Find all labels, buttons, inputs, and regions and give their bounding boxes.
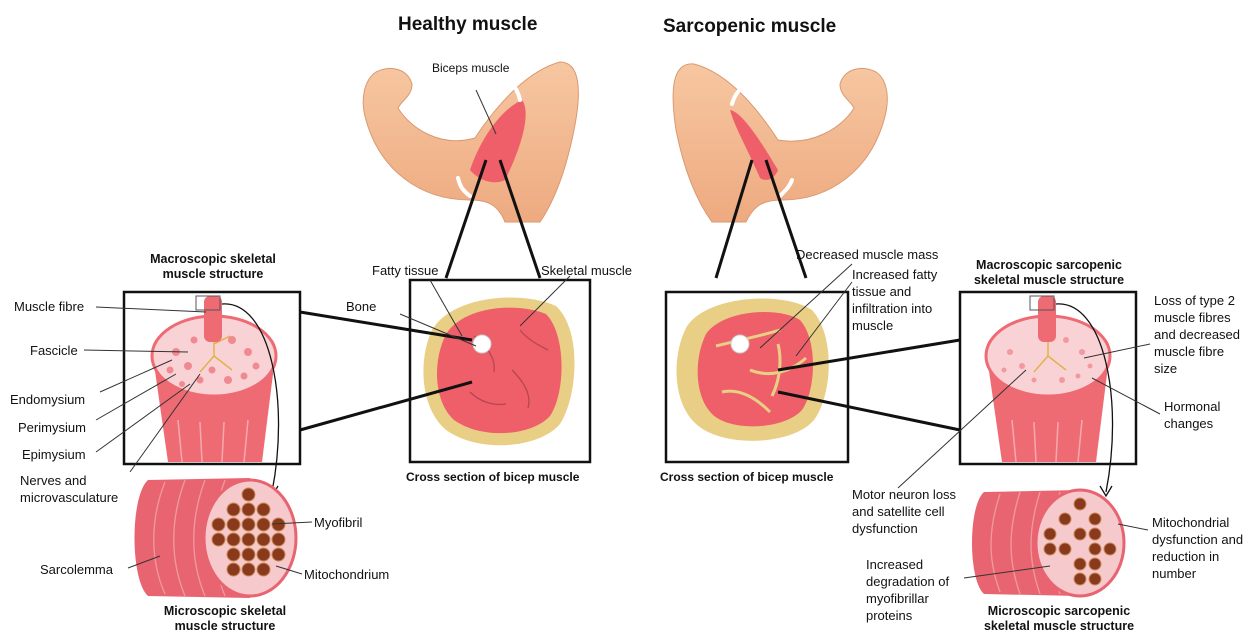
label-myofibril: Myofibril [314, 514, 362, 531]
healthy-macro-box [124, 292, 300, 464]
myofibril-bundle [1074, 498, 1086, 510]
myofibril-bundle [257, 518, 270, 531]
label-bone: Bone [346, 298, 376, 315]
myofibril-bundle [1059, 543, 1071, 555]
myofibril-bundle [227, 533, 240, 546]
myofibril-bundle [257, 533, 270, 546]
healthy-cross-caption: Cross section of bicep muscle [406, 470, 579, 484]
label-increased-degradation: Increased degradation of myofibrillar pr… [866, 556, 949, 624]
healthy-micro-fibre [135, 478, 297, 598]
myofibril-bundle [242, 563, 255, 576]
label-epimysium: Epimysium [22, 446, 86, 463]
healthy-cross-section [410, 280, 590, 462]
label-mitochondrial-dysfunction: Mitochondrial dysfunction and reduction … [1152, 514, 1243, 582]
sarcopenic-cross-caption: Cross section of bicep muscle [660, 470, 833, 484]
myofibril-bundle [272, 548, 285, 561]
myofibril-bundle [242, 503, 255, 516]
label-motor-neuron-loss: Motor neuron loss and satellite cell dys… [852, 486, 956, 537]
myofibril-bundle [1089, 543, 1101, 555]
label-skeletal-muscle: Skeletal muscle [541, 262, 632, 279]
label-muscle-fibre: Muscle fibre [14, 298, 84, 315]
sarcopenic-title: Sarcopenic muscle [663, 16, 836, 38]
myofibril-bundle [257, 563, 270, 576]
myofibril-bundle [1044, 543, 1056, 555]
label-mitochondrium: Mitochondrium [304, 566, 389, 583]
myofibril-bundle [1104, 543, 1116, 555]
label-perimysium: Perimysium [18, 419, 86, 436]
myofibril-bundle [242, 548, 255, 561]
healthy-title: Healthy muscle [398, 14, 537, 36]
myofibril-bundle [227, 548, 240, 561]
healthy-micro-title: Microscopic skeletal muscle structure [140, 604, 310, 634]
myofibril-bundle [272, 533, 285, 546]
myofibril-bundle [212, 518, 225, 531]
label-hormonal-changes: Hormonal changes [1164, 398, 1220, 432]
sarcopenic-cross-section [666, 292, 848, 462]
label-loss-type2-fibres: Loss of type 2 muscle fibres and decreas… [1154, 292, 1240, 377]
myofibril-bundle [257, 503, 270, 516]
myofibril-bundle [1074, 558, 1086, 570]
myofibril-bundle [257, 548, 270, 561]
myofibril-bundle [227, 518, 240, 531]
label-fatty-tissue: Fatty tissue [372, 262, 438, 279]
myofibril-bundle [242, 488, 255, 501]
myofibril-bundle [1089, 558, 1101, 570]
label-increased-fatty-tissue: Increased fatty tissue and infiltration … [852, 266, 937, 334]
myofibril-bundle [242, 533, 255, 546]
myofibril-bundle [1074, 573, 1086, 585]
myofibril-bundle [1074, 528, 1086, 540]
myofibril-bundle [212, 533, 225, 546]
healthy-arm-illustration [363, 62, 578, 222]
myofibril-bundle [242, 518, 255, 531]
label-biceps-muscle: Biceps muscle [432, 60, 509, 77]
myofibril-bundle [1089, 528, 1101, 540]
myofibril-bundle [227, 563, 240, 576]
myofibril-bundle [1059, 513, 1071, 525]
myofibril-bundle [227, 503, 240, 516]
label-sarcolemma: Sarcolemma [40, 561, 113, 578]
label-nerves-microvasculature: Nerves and microvasculature [20, 472, 118, 506]
myofibril-bundle [272, 518, 285, 531]
myofibril-bundle [1089, 573, 1101, 585]
healthy-macro-title: Macroscopic skeletal muscle structure [128, 252, 298, 282]
sarcopenic-micro-title: Microscopic sarcopenic skeletal muscle s… [964, 604, 1154, 634]
label-decreased-muscle-mass: Decreased muscle mass [796, 246, 938, 263]
myofibril-bundle [1089, 513, 1101, 525]
sarcopenic-macro-title: Macroscopic sarcopenic skeletal muscle s… [960, 258, 1138, 288]
label-endomysium: Endomysium [10, 391, 85, 408]
sarcopenic-micro-fibre [972, 490, 1124, 596]
myofibril-bundle [1044, 528, 1056, 540]
label-fascicle: Fascicle [30, 342, 78, 359]
